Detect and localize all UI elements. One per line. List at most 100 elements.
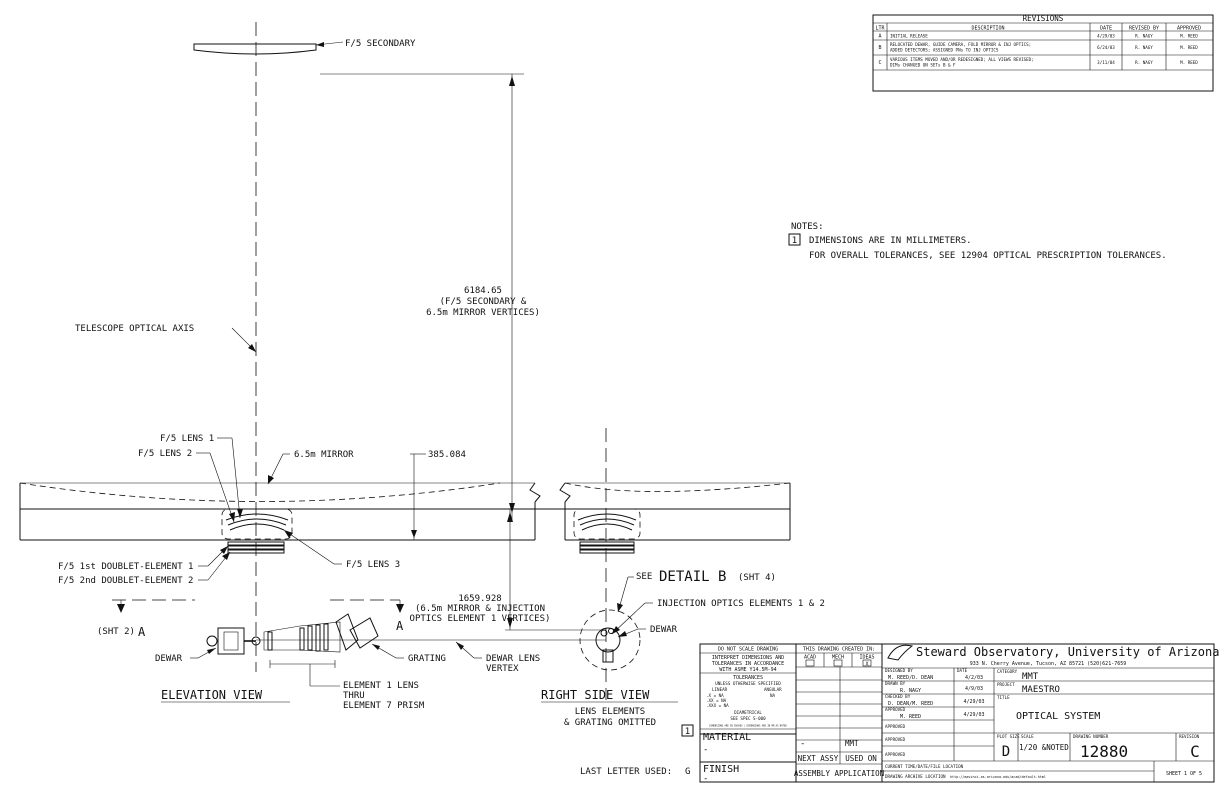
optical-axis-label: TELESCOPE OPTICAL AXIS — [75, 324, 194, 334]
tol-see-spec: SEE SPEC S-000 — [730, 716, 766, 721]
doublet-2-label: F/5 2nd DOUBLET-ELEMENT 2 — [58, 576, 193, 586]
used-on-value: MMT — [845, 739, 859, 748]
rev-row-b: B RELOCATED DEWAR, GUIDE CAMERA, FOLD MI… — [878, 42, 1198, 53]
f5-secondary-label: F/5 SECONDARY — [345, 39, 416, 49]
project-value: MAESTRO — [1022, 685, 1060, 695]
plot-size-value: D — [1002, 744, 1010, 760]
org-name: Steward Observatory, University of Arizo… — [916, 645, 1219, 659]
rev-header-approved: APPROVED — [1177, 26, 1201, 32]
interpret-line-3: WITH ASME Y14.5M-94 — [719, 667, 776, 673]
optical-geometry: F/5 SECONDARY 6184.65 (F/5 SECONDARY & 6… — [19, 22, 825, 777]
rev-desc: INITIAL RELEASE — [890, 34, 928, 39]
section-sheet-label: (SHT 2) — [97, 627, 135, 637]
last-letter-value: G — [685, 767, 690, 777]
material-value: - — [703, 745, 708, 755]
tol-angular: NA — [770, 693, 776, 698]
rev-date: 6/24/03 — [1097, 45, 1115, 50]
finish-label: FINISH — [703, 764, 739, 775]
rev-approved: M. REED — [1180, 45, 1198, 50]
element-range-3: ELEMENT 7 PRISM — [343, 701, 425, 711]
element-range-2: THRU — [343, 691, 365, 701]
category-value: MMT — [1022, 672, 1039, 682]
f5-lens-3-label: F/5 LENS 3 — [346, 560, 400, 570]
detail-b-label: DETAIL B — [659, 569, 726, 585]
section-a-right: A — [396, 619, 404, 633]
title-label: TITLE — [997, 695, 1010, 700]
dewar-lens-vertex-2: VERTEX — [486, 664, 519, 674]
right-side-view-title: RIGHT SIDE VIEW — [541, 688, 650, 702]
doublet-1-label: F/5 1st DOUBLET-ELEMENT 1 — [58, 562, 193, 572]
note-line-2: FOR OVERALL TOLERANCES, SEE 12904 OPTICA… — [809, 251, 1167, 261]
plot-size-label: PLOT SIZE — [997, 734, 1020, 739]
title-block: DO NOT SCALE DRAWING INTERPRET DIMENSION… — [681, 643, 1219, 784]
rev-approved: M. REED — [1180, 34, 1198, 39]
file-location-label: CURRENT TIME/DATE/FILE LOCATION — [885, 764, 964, 769]
tol-diametrical: DIAMETRICAL — [734, 710, 762, 715]
f5-secondary-mirror — [193, 43, 317, 55]
archive-label: DRAWING ARCHIVE LOCATION — [885, 774, 946, 779]
rev-approved: M. REED — [1180, 60, 1198, 65]
grating-label: GRATING — [408, 654, 446, 664]
acad-label: ACAD — [804, 655, 816, 661]
rev-ltr: C — [878, 60, 881, 66]
notes-block: NOTES: 1 DIMENSIONS ARE IN MILLIMETERS. … — [788, 222, 1167, 261]
used-on-label: USED ON — [845, 754, 877, 763]
dims-note: DIMENSIONS ARE IN INCHES / DIMENSIONS AR… — [709, 725, 787, 728]
drawn-by: R. NAGY — [900, 688, 921, 694]
rev-row-c: C VARIOUS ITEMS MOVED AND/OR REDESIGNED;… — [878, 57, 1198, 68]
section-a-left: A — [138, 625, 146, 639]
approved-label-1: APPROVED — [885, 707, 906, 712]
dewar-lens-vertex-1: DEWAR LENS — [486, 654, 540, 664]
ideas-label: IDEAS — [859, 655, 874, 661]
checked-by-label: CHECKED BY — [885, 694, 911, 699]
note-line-1: DIMENSIONS ARE IN MILLIMETERS. — [809, 236, 972, 246]
tol-x: .X = NA — [706, 693, 724, 698]
revision-table: REVISIONS LTR DESCRIPTION DATE REVISED B… — [872, 14, 1214, 92]
designed-by: M. REED/D. DEAN — [888, 675, 933, 681]
drawn-by-label: DRAWN BY — [885, 681, 906, 686]
mech-checkbox — [833, 659, 843, 667]
spectrograph-body — [263, 621, 341, 653]
dim-1659-note-1: (6.5m MIRROR & INJECTION — [415, 604, 545, 614]
revisions-title: REVISIONS — [1023, 14, 1064, 23]
rev-revised-by: R. NAGY — [1135, 45, 1153, 50]
ideas-checkbox — [862, 659, 872, 667]
interpret-line-2: TOLERANCES IN ACCORDANCE — [712, 661, 784, 667]
checked-by: D. DEAN/M. REED — [888, 701, 933, 707]
designed-date: 4/2/03 — [965, 675, 983, 681]
ideas-mark: X — [865, 662, 868, 668]
dim-385-label: 385.084 — [428, 450, 466, 460]
scale-label: SCALE — [1021, 734, 1034, 739]
f5-lens-2-label: F/5 LENS 2 — [138, 449, 192, 459]
checked-date: 4/29/03 — [963, 699, 984, 705]
tol-xxx: .XXX = NA — [706, 703, 729, 708]
date-label: DATE — [957, 668, 968, 673]
next-assy-label: NEXT ASSY — [798, 754, 839, 763]
drawn-date: 4/9/03 — [965, 686, 983, 692]
note-flag-icon — [788, 233, 801, 246]
rev-desc: VARIOUS ITEMS MOVED AND/OR REDESIGNED; A… — [890, 57, 1034, 62]
rev-ltr: A — [878, 34, 881, 40]
element-range-1: ELEMENT 1 LENS — [343, 681, 419, 691]
tolerances-title: TOLERANCES — [733, 675, 763, 681]
approved-by: M. REED — [900, 714, 921, 720]
rev-header-revised-by: REVISED BY — [1129, 26, 1159, 32]
category-label: CATEGORY — [997, 669, 1018, 674]
org-address: 933 N. Cherry Avenue, Tucson, AZ 85721 (… — [970, 661, 1127, 667]
rev-date: 3/11/04 — [1097, 60, 1115, 65]
mech-label: MECH — [832, 655, 844, 661]
dewar-right-label: DEWAR — [650, 625, 678, 635]
rev-date: 4/29/03 — [1097, 34, 1115, 39]
see-detail-prefix: SEE — [636, 572, 652, 582]
rev-desc-cont: DIMs CHANGED ON SETs B & F — [890, 63, 956, 68]
sheet-number: SHEET 1 OF 5 — [1166, 771, 1202, 777]
mirror-label: 6.5m MIRROR — [294, 450, 354, 460]
dim-long-note-1: (F/5 SECONDARY & — [440, 297, 527, 307]
lens-housing-left — [221, 508, 293, 540]
dewar-left-label: DEWAR — [155, 654, 183, 664]
tolerances-unless: UNLESS OTHERWISE SPECIFIED — [715, 681, 781, 686]
assembly-application-label: ASSEMBLY APPLICATION — [794, 769, 884, 778]
approved-label-4: APPROVED — [885, 752, 906, 757]
